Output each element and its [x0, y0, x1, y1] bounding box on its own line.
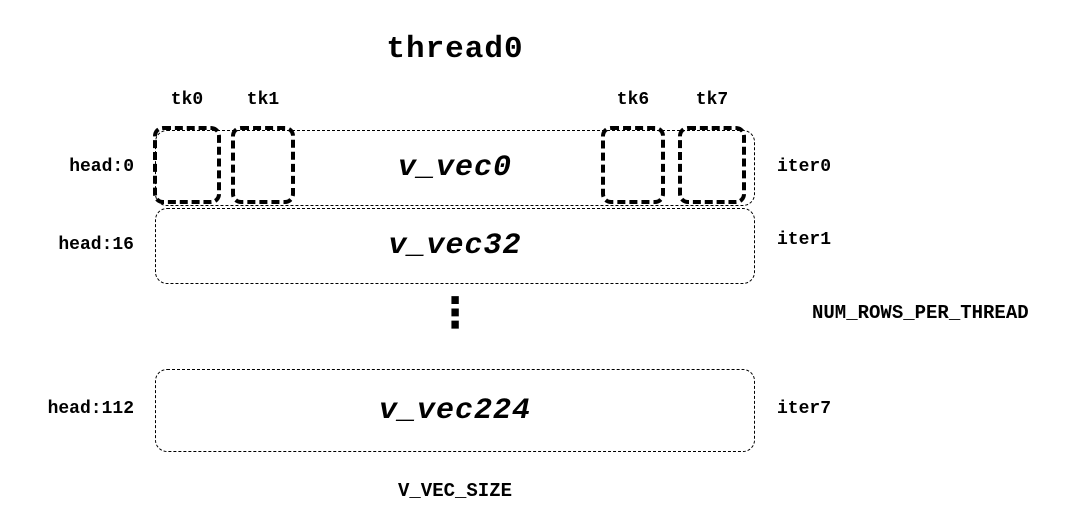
tk7-box [678, 126, 746, 204]
tk1-box [231, 126, 295, 204]
v-vec32-box: v_vec32 [155, 208, 755, 284]
v-vec32-label: v_vec32 [388, 229, 522, 263]
tk0-box [153, 126, 221, 204]
v-vec0-box: v_vec0 [155, 130, 755, 206]
iter7-label: iter7 [777, 399, 832, 419]
v-vec-size-label: V_VEC_SIZE [397, 480, 513, 502]
tk1-label: tk1 [246, 90, 280, 110]
thread-title: thread0 [386, 32, 524, 67]
head-0-label: head:0 [69, 157, 134, 177]
num-rows-per-thread-label: NUM_ROWS_PER_THREAD [812, 302, 1029, 324]
v-vec224-box: v_vec224 [155, 369, 755, 452]
tk6-label: tk6 [616, 90, 650, 110]
tk6-box [601, 126, 665, 204]
vertical-ellipsis: ⋮ [434, 288, 476, 337]
tk0-label: tk0 [170, 90, 204, 110]
head-112-label: head:112 [47, 399, 134, 419]
tk7-label: tk7 [695, 90, 729, 110]
v-vec0-label: v_vec0 [397, 151, 513, 185]
iter0-label: iter0 [777, 157, 832, 177]
iter1-label: iter1 [777, 230, 832, 250]
head-16-label: head:16 [58, 235, 134, 255]
v-vec224-label: v_vec224 [378, 393, 532, 428]
